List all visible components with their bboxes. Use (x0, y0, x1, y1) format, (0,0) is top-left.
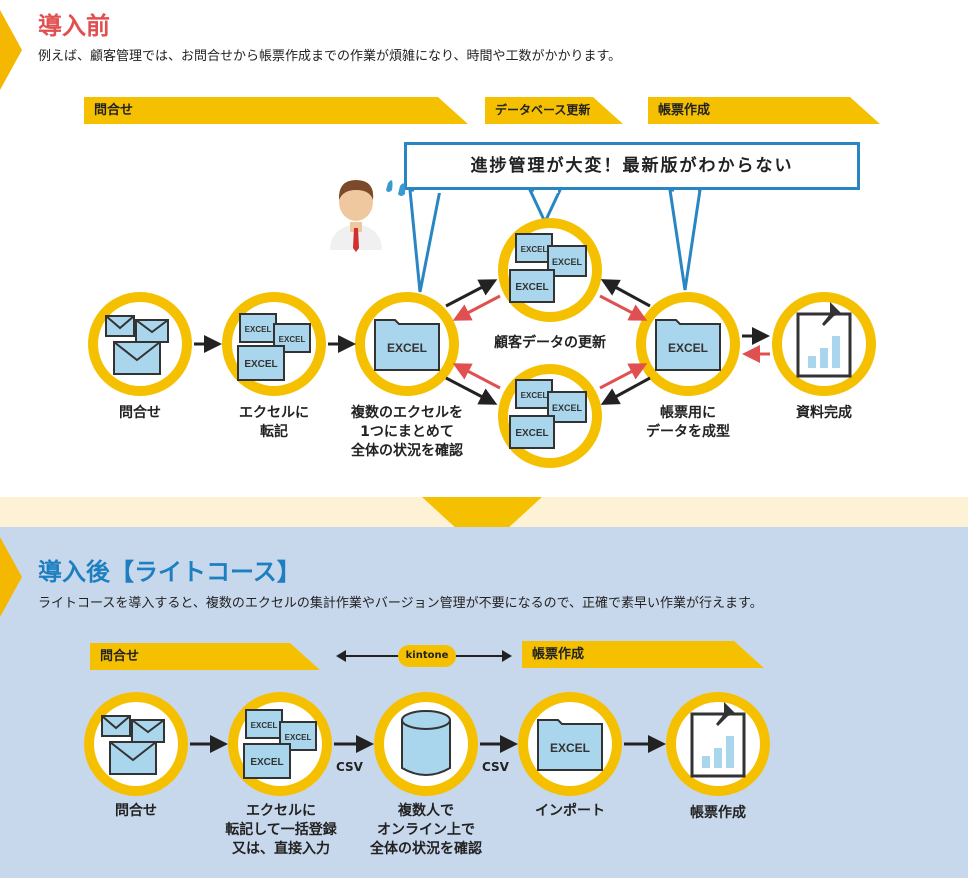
svg-text:EXCEL: EXCEL (245, 325, 272, 334)
after-description: ライトコースを導入すると、複数のエクセルの集計作業やバージョン管理が不要になるの… (38, 596, 763, 611)
svg-text:EXCEL: EXCEL (552, 257, 583, 267)
svg-text:EXCEL: EXCEL (552, 403, 583, 413)
label-report-after: 帳票作成 (690, 805, 746, 821)
after-title: 導入後【ライトコース】 (38, 558, 301, 586)
label-database: 複数人で オンライン上で 全体の状況を確認 (370, 803, 482, 857)
node-excel-entry-before: EXCEL EXCEL EXCEL (222, 292, 326, 396)
node-format: EXCEL (636, 292, 740, 396)
label-format: 帳票用に データを成型 (646, 405, 730, 440)
after-section-marker (0, 537, 22, 617)
banner-inquiry-before: 問合せ (84, 97, 468, 124)
excel-file-icon: EXCEL (374, 319, 440, 371)
envelope-icon (101, 715, 165, 775)
label-customer-update: 顧客データの更新 (494, 335, 606, 351)
svg-text:EXCEL: EXCEL (521, 391, 548, 400)
csv-label-1: CSV (336, 760, 363, 774)
banner-inquiry-after: 問合せ (90, 643, 320, 670)
svg-text:EXCEL: EXCEL (515, 428, 548, 439)
before-description: 例えば、顧客管理では、お問合せから帳票作成までの作業が煩雑になり、時間や工数がか… (38, 49, 622, 64)
callout-bubble: 進捗管理が大変！最新版がわからない (404, 142, 860, 190)
label-combine: 複数のエクセルを 1つにまとめて 全体の状況を確認 (351, 405, 463, 459)
node-excel-group-top: EXCEL EXCEL EXCEL (498, 218, 602, 322)
node-database (374, 692, 478, 796)
node-report-before (772, 292, 876, 396)
svg-text:EXCEL: EXCEL (251, 721, 278, 730)
before-section-marker (0, 10, 22, 90)
report-chart-icon (690, 702, 746, 778)
excel-files-icon: EXCEL EXCEL EXCEL (243, 709, 317, 779)
svg-text:EXCEL: EXCEL (521, 245, 548, 254)
svg-text:EXCEL: EXCEL (244, 359, 277, 370)
label-report-before: 資料完成 (796, 405, 852, 421)
before-section (0, 0, 968, 497)
node-excel-group-bottom: EXCEL EXCEL EXCEL (498, 364, 602, 468)
svg-text:EXCEL: EXCEL (250, 757, 283, 768)
excel-file-icon: EXCEL (655, 319, 721, 371)
before-title: 導入前 (38, 12, 110, 40)
label-excel-entry-before: エクセルに 転記 (239, 405, 309, 440)
report-chart-icon (796, 302, 852, 378)
label-inquiry-before: 問合せ (119, 405, 161, 421)
node-import: EXCEL (518, 692, 622, 796)
excel-files-icon: EXCEL EXCEL EXCEL (509, 379, 587, 449)
label-excel-entry-after: エクセルに 転記して一括登録 又は、直接入力 (225, 803, 337, 857)
banner-report-before: 帳票作成 (648, 97, 880, 124)
svg-text:EXCEL: EXCEL (515, 282, 548, 293)
csv-label-2: CSV (482, 760, 509, 774)
banner-report-after: 帳票作成 (522, 641, 764, 668)
svg-text:EXCEL: EXCEL (285, 733, 312, 742)
svg-text:EXCEL: EXCEL (550, 741, 590, 755)
node-excel-entry-after: EXCEL EXCEL EXCEL (228, 692, 332, 796)
label-inquiry-after: 問合せ (115, 803, 157, 819)
excel-files-icon: EXCEL EXCEL EXCEL (237, 313, 311, 381)
node-combine: EXCEL (355, 292, 459, 396)
node-inquiry-after (84, 692, 188, 796)
envelope-icon (105, 315, 169, 375)
excel-file-icon: EXCEL (537, 719, 603, 771)
label-import: インポート (535, 803, 605, 819)
svg-text:EXCEL: EXCEL (668, 341, 708, 355)
database-icon (401, 710, 451, 776)
node-inquiry-before (88, 292, 192, 396)
svg-text:EXCEL: EXCEL (279, 335, 306, 344)
excel-files-icon: EXCEL EXCEL EXCEL (509, 233, 587, 303)
kintone-badge: kintone (398, 645, 456, 667)
node-report-after (666, 692, 770, 796)
svg-text:EXCEL: EXCEL (387, 341, 427, 355)
